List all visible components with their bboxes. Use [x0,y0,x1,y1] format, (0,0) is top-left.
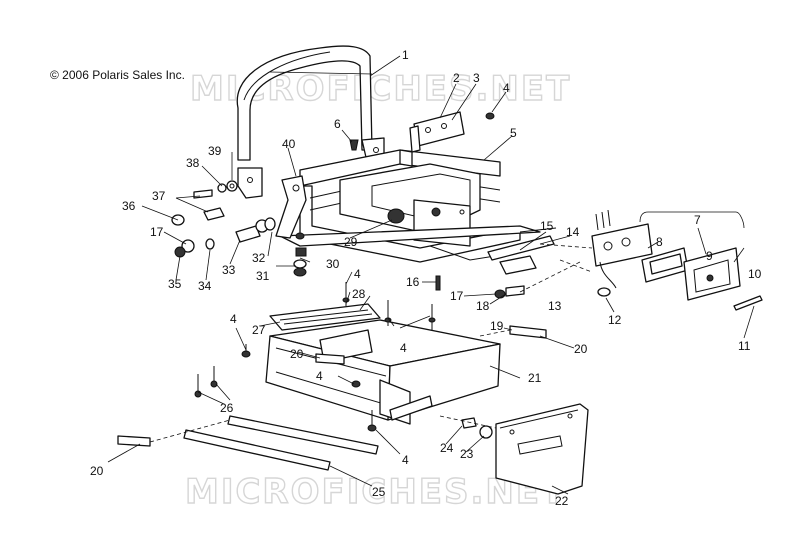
box-fasteners [194,282,436,432]
callout-4-top: 4 [503,81,510,95]
mounting-bracket [409,111,465,153]
callout-2: 2 [453,71,460,85]
leader-lines [107,55,755,495]
taillight-assembly [591,209,763,311]
callout-14: 14 [566,225,580,239]
lid-pad [269,303,381,363]
callout-27: 27 [252,323,266,337]
callout-8: 8 [656,235,663,249]
callout-labels: 1 2 3 4 5 6 7 8 9 10 11 12 13 14 15 16 1… [90,48,762,508]
flap-hardware [461,417,493,439]
callout-32: 32 [252,251,266,265]
callout-4-box-mid: 4 [400,341,407,355]
callout-38: 38 [186,156,200,170]
dashed-guide-1 [539,243,593,249]
callout-10: 10 [748,267,762,281]
callout-11: 11 [738,339,751,353]
callout-23: 23 [460,447,474,461]
callout-33: 33 [222,263,236,277]
callout-24: 24 [440,441,454,455]
callout-18: 18 [476,299,490,313]
callout-40: 40 [282,137,296,151]
callout-9: 9 [706,249,713,263]
nut-4-top [485,112,495,120]
callout-29: 29 [344,235,358,249]
callout-21: 21 [528,371,542,385]
storage-box [265,319,501,425]
license-mount [435,227,557,299]
callout-22: 22 [555,494,569,508]
callout-20-left: 20 [90,464,104,478]
dashed-guide-2 [559,259,593,273]
dashed-guide-22 [439,415,497,429]
callout-39: 39 [208,144,222,158]
mud-flap [495,403,589,495]
callout-30: 30 [326,257,340,271]
callout-28: 28 [352,287,366,301]
trim-strips [117,325,547,471]
callout-36: 36 [122,199,136,213]
callout-4-box-bottom: 4 [402,453,409,467]
rack-frame [279,149,541,263]
callout-12: 12 [608,313,622,327]
callout-17-right: 17 [450,289,464,303]
leader-7 [639,211,745,229]
callout-31: 31 [256,269,270,283]
callout-3: 3 [473,71,480,85]
copyright-text: © 2006 Polaris Sales Inc. [50,68,185,82]
callout-7: 7 [694,213,701,227]
callout-35: 35 [168,277,182,291]
callout-20-right: 20 [574,342,588,356]
screw-6 [349,139,359,151]
callout-25: 25 [372,485,386,499]
callout-5: 5 [510,126,517,140]
callout-34: 34 [198,279,212,293]
rack-support [275,175,307,239]
callout-16: 16 [406,275,420,289]
callout-17-left: 17 [150,225,164,239]
callout-1: 1 [402,48,409,62]
callout-26: 26 [220,401,234,415]
callout-6: 6 [334,117,341,131]
callout-13: 13 [548,299,562,313]
dashed-guide-19 [479,329,511,337]
callout-19: 19 [490,319,504,333]
callout-4-box-front: 4 [316,369,323,383]
callout-4-box-top: 4 [354,267,361,281]
left-hardware [171,180,405,277]
callout-4-box-left: 4 [230,312,237,326]
callout-37: 37 [152,189,166,203]
callout-20-mid: 20 [290,347,304,361]
callout-15: 15 [540,219,554,233]
